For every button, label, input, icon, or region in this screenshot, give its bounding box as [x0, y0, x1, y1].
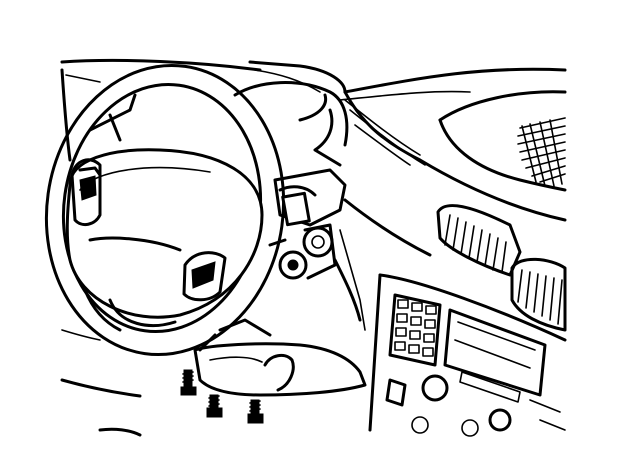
air-vents — [436, 204, 567, 332]
lower-trim-panel — [193, 318, 367, 397]
steering-column — [268, 168, 347, 280]
center-console — [368, 273, 567, 437]
airbag-cover — [65, 93, 264, 319]
screw — [180, 369, 197, 396]
screw — [206, 394, 223, 418]
screws — [180, 369, 264, 424]
instrument-cluster-hood — [233, 81, 426, 167]
screw — [247, 399, 264, 424]
horn-buttons — [70, 158, 227, 302]
speaker-grille — [438, 90, 567, 192]
wheel-spokes — [83, 288, 177, 332]
lower-dash — [60, 68, 142, 437]
dash-panel-right — [333, 198, 432, 331]
dashboard-top — [60, 58, 567, 222]
